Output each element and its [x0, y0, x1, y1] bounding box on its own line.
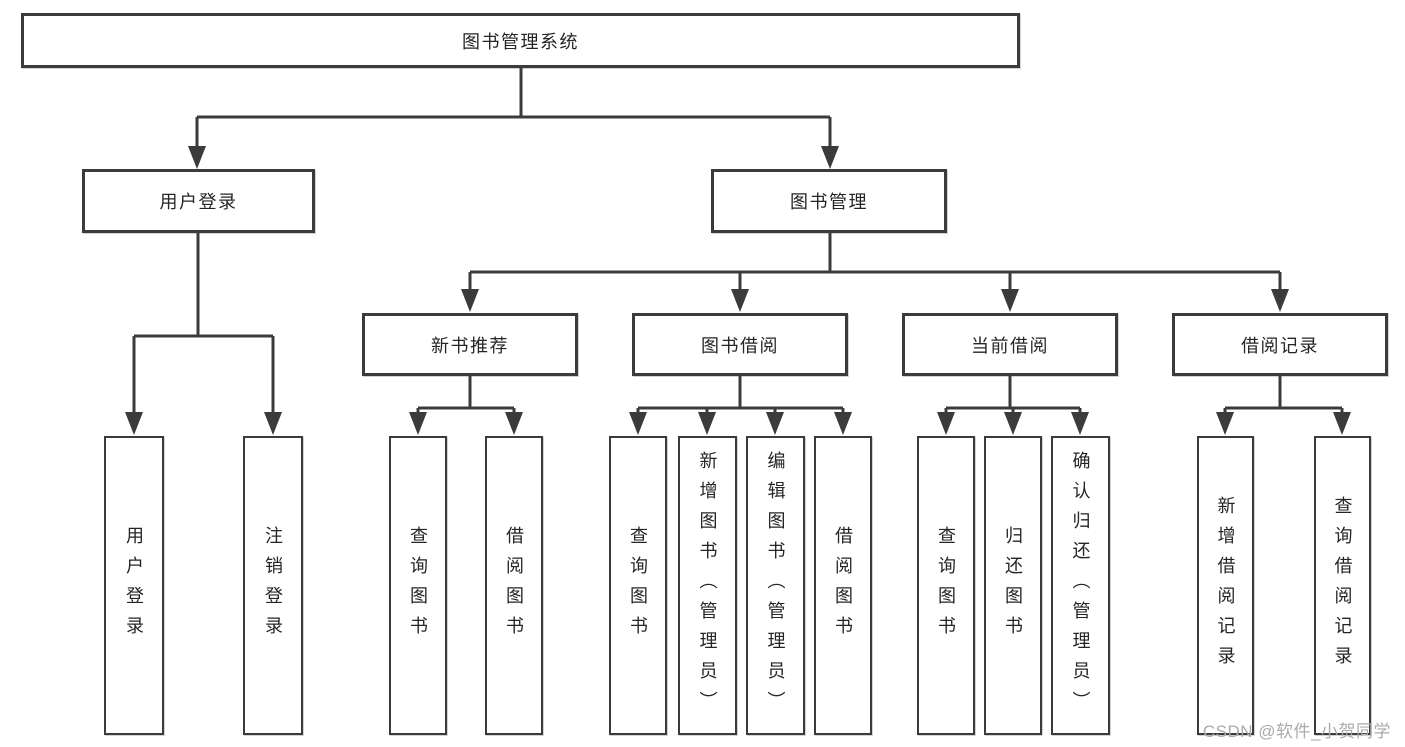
- leaf-borrow-books-recommend: 借阅图书: [485, 436, 543, 735]
- node-label: 查询图书: [628, 525, 648, 646]
- node-label: 归还图书: [1003, 525, 1023, 646]
- node-book-management: 图书管理: [711, 169, 947, 233]
- leaf-borrow-books: 借阅图书: [814, 436, 872, 735]
- node-user-login-module: 用户登录: [82, 169, 315, 233]
- node-label: 编辑图书（管理员）: [765, 450, 786, 721]
- node-label: 用户登录: [124, 525, 144, 646]
- node-label: 确认归还（管理员）: [1070, 450, 1091, 721]
- node-label: 图书管理系统: [462, 31, 579, 52]
- leaf-user-login: 用户登录: [104, 436, 164, 735]
- leaf-add-books-admin: 新增图书（管理员）: [678, 436, 737, 735]
- node-label: 借阅记录: [1241, 335, 1319, 356]
- node-label: 图书管理: [790, 192, 868, 212]
- leaf-query-books-current: 查询图书: [917, 436, 975, 735]
- leaf-query-borrow-record: 查询借阅记录: [1314, 436, 1371, 735]
- node-label: 新增借阅记录: [1215, 495, 1236, 676]
- node-label: 新增图书（管理员）: [697, 450, 718, 721]
- node-label: 查询图书: [408, 525, 428, 646]
- arrowheads: [125, 146, 1351, 435]
- node-current-borrow: 当前借阅: [902, 313, 1118, 376]
- node-label: 查询图书: [936, 525, 956, 646]
- leaf-confirm-return-admin: 确认归还（管理员）: [1051, 436, 1110, 735]
- node-label: 注销登录: [263, 525, 283, 646]
- node-root-system: 图书管理系统: [21, 13, 1020, 68]
- node-label: 查询借阅记录: [1332, 495, 1353, 676]
- csdn-watermark: CSDN @软件_小贺同学: [1202, 722, 1391, 741]
- node-book-borrow: 图书借阅: [632, 313, 848, 376]
- node-label: 用户登录: [159, 192, 238, 212]
- leaf-query-books-borrow: 查询图书: [609, 436, 667, 735]
- node-borrow-records: 借阅记录: [1172, 313, 1388, 376]
- leaf-query-books-recommend: 查询图书: [389, 436, 447, 735]
- node-label: 借阅图书: [833, 525, 853, 646]
- node-label: 借阅图书: [504, 525, 524, 646]
- leaf-edit-books-admin: 编辑图书（管理员）: [746, 436, 805, 735]
- node-label: 当前借阅: [971, 335, 1049, 356]
- node-label: 新书推荐: [431, 335, 509, 356]
- node-new-book-recommend: 新书推荐: [362, 313, 578, 376]
- leaf-add-borrow-record: 新增借阅记录: [1197, 436, 1254, 735]
- leaf-logout: 注销登录: [243, 436, 303, 735]
- leaf-return-books: 归还图书: [984, 436, 1042, 735]
- node-label: 图书借阅: [701, 335, 779, 356]
